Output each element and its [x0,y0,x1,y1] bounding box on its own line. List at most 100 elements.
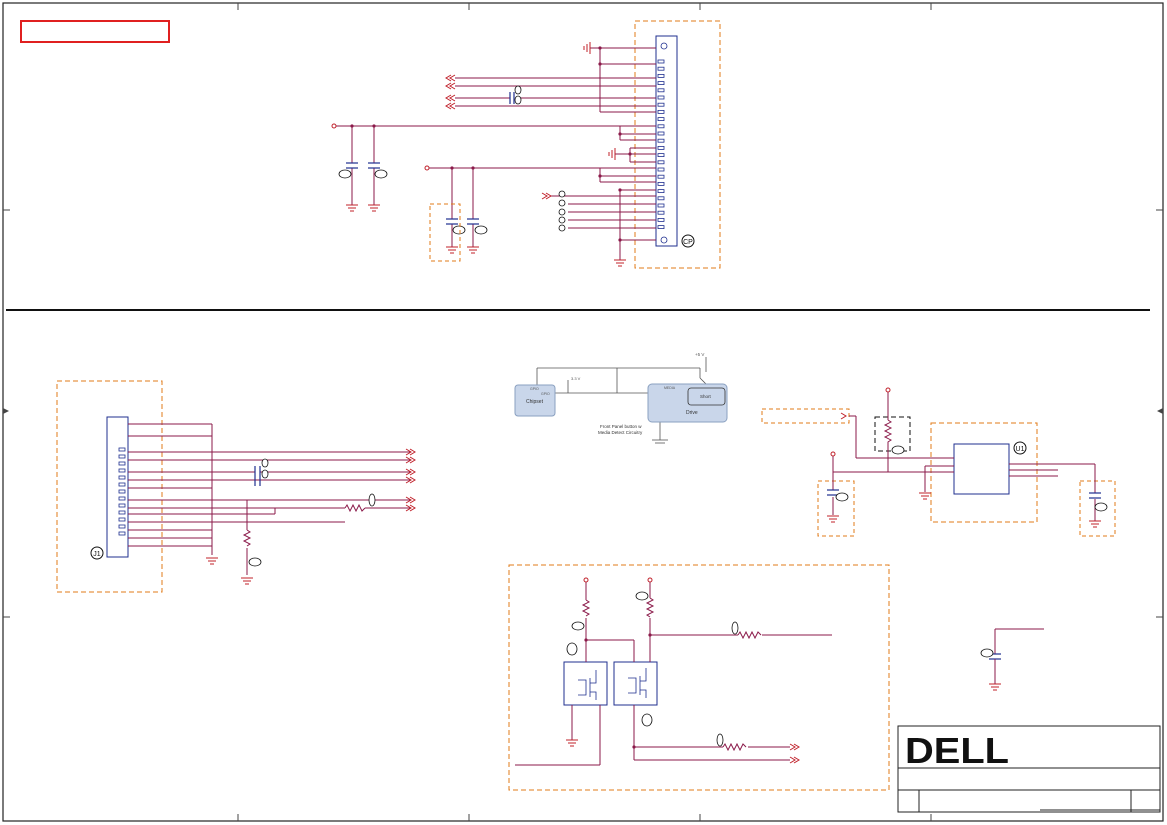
top-ground-symbols [346,42,626,267]
resistor-left-series [344,503,366,513]
connector-pin [657,217,665,222]
connector-pin [118,517,126,522]
connector-pin [118,524,126,529]
connector-pin [118,482,126,487]
inset-caption-line2: Media Detect Circuitry [598,430,643,435]
connector-pin [657,124,665,129]
inset-caption-line1: Front Panel button w [600,424,642,429]
top-offpage-ports [445,74,552,200]
top-wires [335,47,656,260]
connector-left [106,416,129,558]
svg-text:J1: J1 [93,551,101,558]
connector-top-pins [660,42,668,244]
connector-pin [118,531,126,536]
group-box-cap-left [817,480,855,537]
connector-top-refdes: CP [681,234,695,248]
connector-pin [657,88,665,93]
svg-text:U1: U1 [1016,446,1025,453]
top-junctions [350,46,632,242]
mosfet-q1 [563,661,608,706]
connector-pin [657,196,665,201]
inset-short-label: Short [700,394,712,399]
right-wires [832,392,1096,521]
power-node-top-2 [424,165,430,171]
svg-text:CP: CP [683,239,693,246]
group-box-pullup [874,416,911,452]
connector-pin [657,181,665,186]
connector-pin [657,95,665,100]
inset-short-box [687,387,726,406]
isolated-cap [980,628,1044,691]
left-wires [128,423,410,575]
connector-pin [657,203,665,208]
title-block: DELL [897,725,1161,813]
inset-chipset-box [514,384,556,417]
group-box-left-connector [56,380,163,593]
power-node-top [331,123,337,129]
connector-pin [657,110,665,114]
connector-pin [657,117,665,121]
connector-pin [657,210,665,215]
inset-drive-label: Drive [686,410,698,416]
offpage-net-box [761,408,850,424]
group-box-cap-right [1079,480,1116,537]
front-panel-inset: Chipset Drive Short GPIO GPIO MEDIA 3.3 … [514,352,728,444]
group-box-mosfet [508,564,890,791]
inset-chipset-label: Chipset [526,399,544,405]
connector-pin [657,59,665,64]
connector-pin [657,160,665,165]
top-connector-group: CP [331,20,721,269]
group-box-top-caps [429,203,461,262]
top-cap-refdes [338,85,566,235]
connector-pin [657,74,665,78]
connector-pin [657,145,665,150]
left-refdes [248,458,376,567]
left-ground-symbols [206,557,253,585]
connector-pin [118,503,126,508]
resistor-left-pullup [242,529,252,547]
connector-pin [657,225,665,230]
connector-pin [118,510,126,515]
left-cap-symbol [254,466,261,486]
connector-left-refdes: J1 [90,546,104,560]
connector-pin [118,475,126,480]
connector-pin [118,447,126,452]
inset-3v3-label: 3.3 V [571,376,581,381]
group-box-top-connector [634,20,721,269]
connector-pin [118,489,126,494]
connector-pin [118,454,126,459]
connector-pin [657,174,665,179]
inset-gpio-top: GPIO [530,387,539,391]
top-pins-pinrow [657,59,665,230]
connector-pin [657,81,665,85]
inset-5v-label: +5 V [695,352,704,357]
left-pins-pinrow [118,447,126,536]
sheet-title-marker [20,20,170,43]
connector-pin [657,153,665,158]
connector-pin [657,131,665,136]
dell-logo: DELL [905,730,1009,771]
connector-pin [657,167,665,172]
connector-pin [657,66,665,71]
connector-pin [118,461,126,466]
inset-gpio-side: GPIO [541,392,550,396]
left-offpage-ports [405,448,416,512]
connector-pin [118,496,126,501]
left-connector-group: J1 [56,380,416,593]
mosfet-wires [515,582,832,766]
connector-pin [657,102,665,107]
ic-right-refdes: U1 [1013,441,1027,455]
mosfet-q2 [613,661,658,706]
connector-pin [118,468,126,473]
resistor-pullup-right [883,419,893,446]
inset-media-label: MEDIA [664,386,676,390]
top-capacitors [346,92,515,225]
right-ic-group: U1 [761,387,1116,691]
connector-pin [657,138,665,143]
connector-pin [657,189,665,194]
offpage-port-right [840,412,847,420]
mosfet-group [508,564,890,791]
ic-right [953,443,1010,495]
